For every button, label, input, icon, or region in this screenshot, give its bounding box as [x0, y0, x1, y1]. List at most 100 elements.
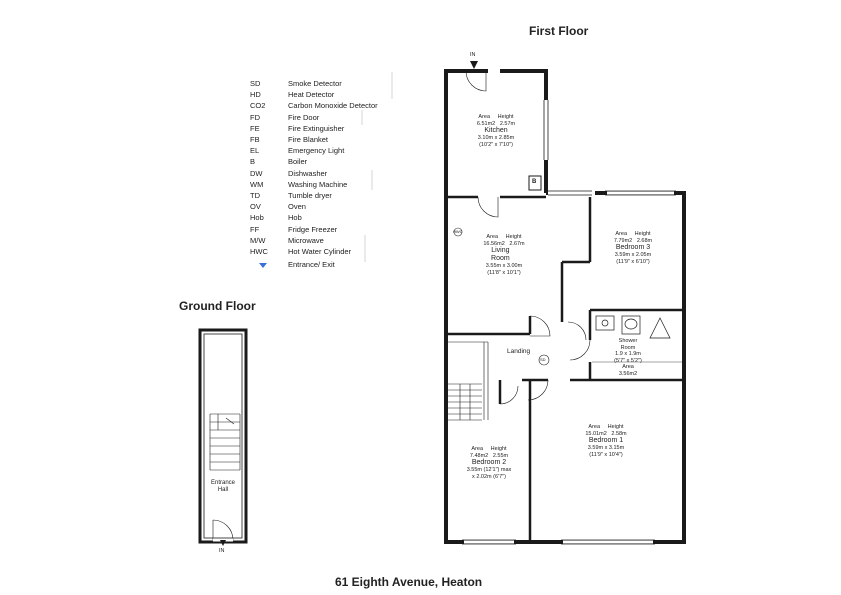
entrance-arrow-ground	[220, 540, 226, 546]
legend-code: FB	[250, 135, 260, 144]
legend-code: FE	[250, 123, 260, 133]
in-label-ground: IN	[219, 548, 225, 554]
bedroom2-area-label: Area	[471, 446, 484, 452]
bedroom1-label: Area Height 15.01m2 2.58m Bedroom 1 3.59…	[585, 424, 626, 458]
bedroom2-dims2: x 2.02m (6'7")	[472, 473, 506, 480]
living-dims-imperial: (11'8" x 10'1")	[487, 269, 521, 276]
legend-description: Smoke Detector	[288, 79, 342, 88]
door-arcs	[465, 70, 591, 405]
bedroom1-area-label: Area	[588, 424, 601, 430]
address-caption: 61 Eighth Avenue, Heaton	[335, 575, 483, 589]
legend-code: FD	[250, 112, 260, 122]
ground-floor-walls	[198, 328, 248, 544]
legend-description: Hob	[288, 213, 302, 223]
legend-code: HWC	[250, 247, 268, 256]
kitchen-dims: 3.10m x 2.85m	[477, 135, 515, 141]
detector-landing-label: SD	[540, 357, 546, 362]
bedroom2-area: 7.48m2	[469, 452, 489, 459]
legend-description: Hot Water Cylinder	[288, 247, 352, 256]
living-height-label: Height	[505, 234, 522, 240]
legend-description: Heat Detector	[288, 90, 335, 100]
legend-description: Boiler	[288, 157, 308, 167]
first-floor-stairs	[448, 341, 489, 421]
ground-floor-title: Ground Floor	[179, 299, 256, 313]
legend-code: HD	[250, 90, 261, 100]
shower-area-label: Area	[622, 364, 634, 370]
living-area: 16.56m2	[483, 240, 505, 247]
legend-code: M/W	[250, 235, 266, 245]
kitchen-area-label: Area	[478, 114, 491, 120]
legend-code: DW	[250, 168, 263, 178]
bedroom1-height: 2.58m	[611, 430, 627, 437]
shower-dims-imperial: (5'7" x 5'2")	[614, 357, 642, 364]
legend-description: Fridge Freezer	[288, 224, 338, 234]
bedroom3-area: 7.79m2	[613, 237, 633, 244]
legend-code: OV	[250, 202, 261, 212]
legend-description: Fire Door	[288, 112, 320, 122]
legend-description: Dishwasher	[288, 168, 328, 178]
bedroom2-dims: 3.55m (12'1") max	[466, 467, 512, 473]
living-dims: 3.55m x 3.00m	[485, 263, 523, 269]
legend-code: WM	[250, 179, 264, 189]
legend-description: Washing Machine	[288, 179, 348, 189]
shower-name: Shower Room	[618, 338, 638, 351]
detector-living	[453, 227, 463, 237]
entrance-hall-name: Entrance Hall	[210, 480, 235, 493]
internal-walls	[448, 195, 684, 542]
bedroom2-height-label: Height	[490, 446, 507, 452]
bedroom1-dims: 3.59m x 3.15m	[587, 445, 625, 451]
ground-floor-stairs	[209, 413, 241, 471]
shower-room-label: Shower Room 1.9 x 1.9m (5'7" x 5'2") Are…	[613, 338, 643, 377]
bedroom1-dims-imperial: (11'9" x 10'4")	[589, 451, 623, 458]
legend-code: CO2	[250, 101, 266, 111]
legend-description: Microwave	[288, 235, 324, 245]
legend-code: SD	[250, 79, 261, 88]
bedroom3-label: Area Height 7.79m2 2.68m Bedroom 3 3.59m…	[614, 231, 652, 265]
legend-code: TD	[250, 191, 260, 200]
kitchen-dims-imperial: (10'2" x 7'10")	[479, 141, 513, 148]
landing-name: Landing	[507, 348, 531, 355]
first-floor-title: First Floor	[529, 24, 589, 38]
legend-code: FF	[250, 224, 260, 234]
bedroom3-area-label: Area	[615, 231, 628, 237]
detector-living-label: HWC	[453, 229, 463, 234]
kitchen-area: 6.51m2	[476, 120, 496, 127]
entrance-arrow-top	[470, 61, 478, 69]
shower-area: 3.56m2	[618, 370, 638, 377]
living-name: Living Room	[491, 247, 510, 262]
living-room-label: Area Height 16.56m2 2.67m Living Room 3.…	[483, 234, 524, 276]
bedroom2-label: Area Height 7.48m2 2.55m Bedroom 2 3.55m…	[467, 446, 512, 480]
bedroom1-height-label: Height	[607, 424, 624, 430]
living-height: 2.67m	[509, 240, 525, 247]
shower-fixtures	[592, 315, 684, 363]
bedroom3-dims: 3.59m x 2.05m	[614, 252, 652, 258]
legend-description: Carbon Monoxide Detector	[288, 101, 378, 111]
detector-landing	[538, 354, 550, 366]
legend-code: Hob	[250, 213, 264, 223]
bedroom3-height-label: Height	[634, 231, 651, 237]
legend-code: B	[250, 157, 256, 167]
legend-description: Emergency Light	[288, 146, 345, 156]
legend-frame	[361, 72, 393, 262]
legend-description: Fire Extinguisher	[288, 123, 345, 133]
boiler-label: B	[532, 179, 537, 185]
bedroom1-area: 15.01m2	[585, 430, 607, 437]
kitchen-name: Kitchen	[484, 127, 508, 134]
kitchen-label: Area Height 6.51m2 2.57m Kitchen 3.10m x…	[477, 114, 515, 148]
bedroom3-dims-imperial: (11'9" x 6'10")	[616, 258, 650, 265]
bedroom3-name: Bedroom 3	[615, 244, 651, 251]
bedroom3-height: 2.68m	[636, 237, 653, 244]
legend-description: Entrance/ Exit	[288, 260, 335, 270]
living-area-label: Area	[486, 234, 499, 240]
boiler-box	[528, 175, 542, 191]
legend-description: Tumble dryer	[288, 191, 332, 200]
bedroom1-name: Bedroom 1	[588, 437, 624, 444]
kitchen-height-label: Height	[497, 114, 514, 120]
bedroom2-name: Bedroom 2	[471, 459, 507, 466]
window-gaps	[464, 102, 674, 544]
bedroom2-height: 2.55m	[492, 452, 509, 459]
in-label-top: IN	[470, 52, 476, 58]
entrance-exit-marker	[259, 263, 267, 268]
legend-description: Oven	[288, 202, 306, 212]
